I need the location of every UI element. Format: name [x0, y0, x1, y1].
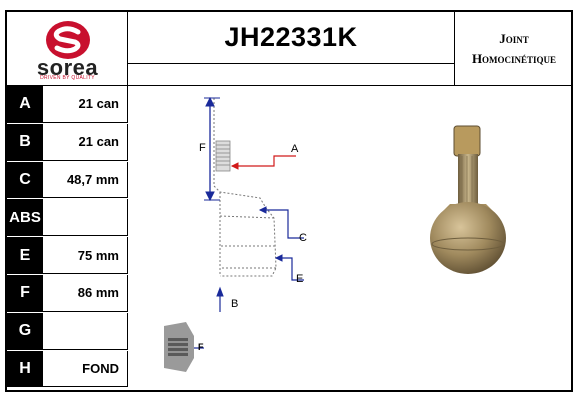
- brand-logo-mark: [46, 21, 90, 59]
- spec-value: 21 can: [43, 123, 128, 161]
- spec-value: FOND: [43, 350, 128, 388]
- label-c: C: [299, 232, 307, 244]
- label-e: E: [296, 273, 304, 285]
- spec-key: A: [7, 86, 43, 123]
- cv-joint-image: [430, 125, 506, 274]
- part-number: JH22331K: [128, 12, 455, 64]
- spec-row: B 21 can: [7, 123, 128, 162]
- spec-row: A 21 can: [7, 86, 128, 124]
- spec-row: ABS: [7, 199, 128, 238]
- spec-key: H: [7, 350, 43, 388]
- spec-key: B: [7, 123, 43, 161]
- spec-key: G: [7, 312, 43, 350]
- part-type-line2: Homocinétique: [471, 50, 557, 66]
- dimension-e: [274, 254, 304, 281]
- label-b: B: [231, 298, 239, 310]
- spec-row: H FOND: [7, 350, 128, 389]
- spec-row: F 86 mm: [7, 274, 128, 313]
- spec-row: G: [7, 312, 128, 351]
- brand-name: sorea: [36, 55, 99, 80]
- spec-key: ABS: [7, 199, 43, 237]
- spec-value: 48,7 mm: [43, 161, 128, 199]
- spec-sheet: sorea DRIVEN BY QUALITY JH22331K Joint H…: [5, 10, 573, 392]
- spec-row: E 75 mm: [7, 237, 128, 275]
- label-f-small: F: [198, 342, 204, 352]
- technical-drawing: F A C E B F: [128, 86, 573, 392]
- cross-section-icon: [164, 322, 204, 372]
- label-a: A: [291, 143, 299, 155]
- subtitle-cell: [128, 64, 455, 86]
- dimension-b: [216, 286, 224, 312]
- brand-logo: sorea DRIVEN BY QUALITY: [7, 12, 128, 86]
- spec-key: C: [7, 161, 43, 199]
- spec-key: F: [7, 274, 43, 312]
- dimension-f: [204, 96, 220, 202]
- dimension-c: [258, 206, 304, 239]
- spec-row: C 48,7 mm: [7, 161, 128, 200]
- spec-value: 86 mm: [43, 274, 128, 312]
- spec-key: E: [7, 237, 43, 274]
- spec-value: [43, 199, 128, 237]
- spec-value: 75 mm: [43, 237, 128, 274]
- joint-schematic: [164, 96, 506, 372]
- dimension-a: [230, 155, 296, 170]
- brand-tagline: DRIVEN BY QUALITY: [40, 75, 95, 81]
- spec-value: [43, 312, 128, 350]
- label-f: F: [199, 142, 206, 154]
- part-type: Joint Homocinétique: [455, 12, 573, 86]
- spline-icon: [215, 140, 231, 172]
- spec-table: A 21 can B 21 can C 48,7 mm ABS E 75 mm …: [7, 86, 128, 389]
- part-type-line1: Joint: [499, 30, 529, 46]
- spec-value: 21 can: [43, 86, 128, 123]
